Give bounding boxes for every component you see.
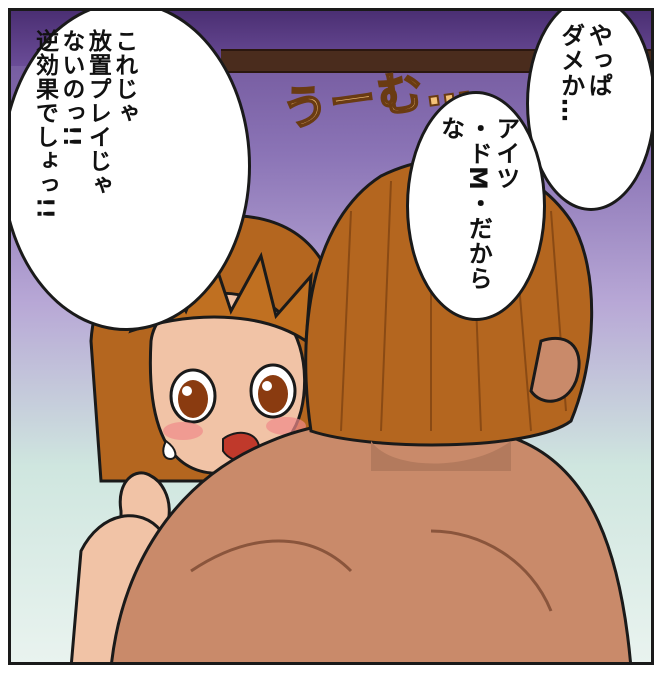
girl-bangs [128,246,313,344]
girl-left-eye-highlight [182,386,192,396]
middle-line-1: アイツ [491,116,520,191]
girl-blush-left [163,422,203,440]
man-neck [371,441,511,471]
girl-right-eye-highlight [262,381,272,391]
speech-bubble-left [11,11,251,331]
sweat-drop [162,439,177,461]
top-right-line-1: やっぱ [584,23,613,98]
man-ear [529,336,581,403]
girl-right-iris [258,375,288,413]
speech-text-top-right: やっぱ ダメか… [556,23,613,203]
back-muscle-lines [190,529,553,612]
speech-bubble-top-right [526,11,651,211]
left-line-3: ないのっ!! [57,29,84,148]
speech-text-left: これじゃ 放置プレイじゃ ないのっ!! 逆効果でしょっ!! [31,29,137,319]
top-right-line-2: ダメか… [556,23,585,123]
left-line-4: 逆効果でしょっ!! [31,29,58,220]
middle-line-2: ・ドM・だからな [436,116,493,291]
comic-panel: うーむ… これじゃ 放置プレイじゃ ないのっ!! 逆効果でしょっ!! やっぱ ダ… [8,8,654,665]
girl-left-iris [178,380,208,418]
speech-bubble-middle [406,91,546,321]
speech-text-middle: アイツ ・ドM・だからな [436,116,520,306]
left-line-2: 放置プレイじゃ [84,29,111,197]
left-line-1: これじゃ [110,29,137,125]
